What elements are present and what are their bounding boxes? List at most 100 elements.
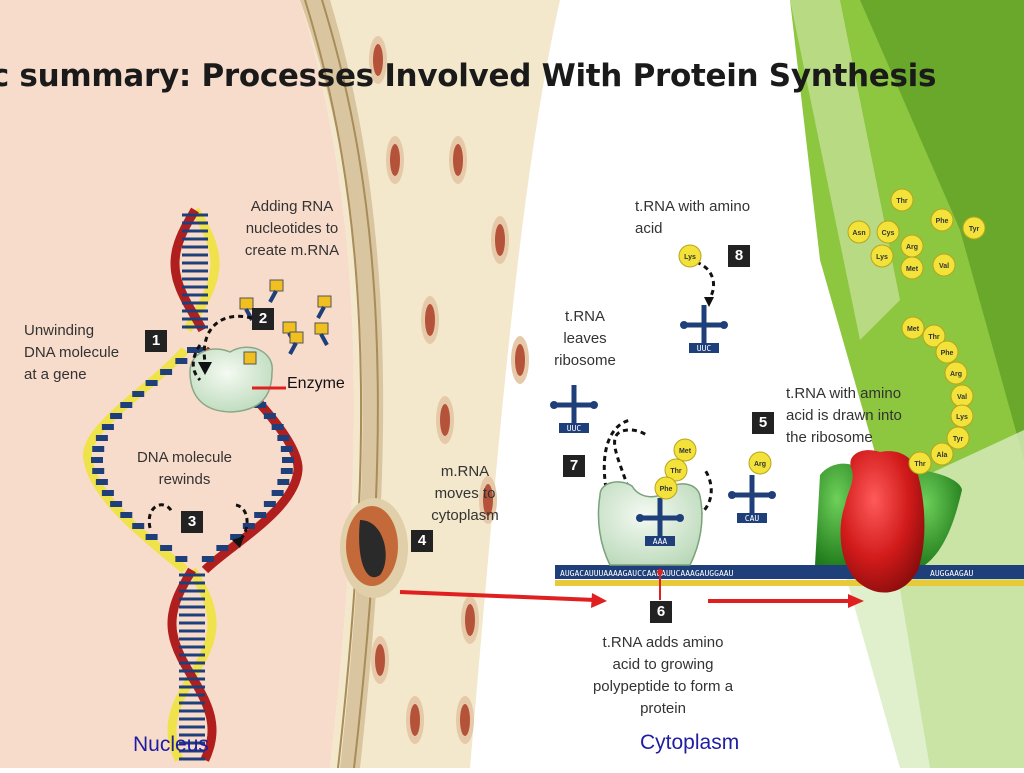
amino-acid: Lys (870, 244, 894, 268)
amino-acid-label: Asn (852, 230, 865, 237)
amino-acid-label: Arg (906, 244, 918, 251)
dna-strand-red (167, 567, 217, 762)
trna: CAU (728, 475, 776, 523)
dashed-arrows (147, 260, 716, 542)
base (91, 457, 103, 463)
organelle (436, 396, 454, 444)
amino-acid-label: Cys (882, 230, 895, 237)
amino-acid: Met (673, 438, 697, 462)
amino-acid-label: Met (907, 326, 920, 333)
trna-molecules: UUC UUC AAA CAU (550, 305, 776, 546)
step-1-marker: 1 (145, 330, 167, 352)
organelle (479, 476, 497, 524)
amino-acid-label: Lys (876, 254, 888, 261)
organelle (371, 636, 389, 684)
amino-acid: Arg (944, 361, 968, 385)
page-title: tic summary: Processes Involved With Pro… (0, 58, 937, 94)
amino-acid-label: Arg (950, 371, 962, 378)
anticodon: UUC (567, 424, 582, 433)
amino-acid-label: Phe (941, 350, 954, 357)
amino-acid-label: Tyr (953, 436, 964, 443)
red-arrows (399, 569, 864, 608)
amino-acid: Phe (654, 476, 678, 500)
amino-acid: Arg (748, 451, 772, 475)
base (271, 490, 284, 496)
base (187, 347, 199, 353)
amino-acid: Val (950, 384, 974, 408)
step-4-marker: 4 (411, 530, 433, 552)
amino-acid: Met (900, 256, 924, 280)
base (242, 523, 255, 529)
base (145, 534, 158, 540)
base (95, 435, 108, 441)
base (120, 512, 133, 518)
base (175, 556, 188, 562)
amino-acid: Met (901, 316, 925, 340)
nuclear-pore (340, 498, 408, 598)
rna-nucleotide (316, 295, 332, 319)
anticodon: AAA (653, 537, 668, 546)
dna-strand-yellow (167, 567, 217, 762)
base (160, 545, 173, 551)
amino-acid-label: Val (939, 263, 949, 270)
organelle (369, 36, 387, 84)
region-label-cytoplasm: Cytoplasm (640, 731, 740, 754)
large-ribosome (815, 450, 962, 593)
base (263, 501, 276, 507)
base (254, 402, 267, 408)
amino-acid: Cys (876, 220, 900, 244)
amino-acid: Tyr (962, 216, 986, 240)
base (216, 545, 229, 551)
amino-acid: Thr (890, 188, 914, 212)
base (277, 479, 290, 485)
base (92, 446, 105, 452)
amino-acid: Asn (847, 220, 871, 244)
organelle (386, 136, 404, 184)
base (132, 391, 145, 397)
amino-acid: Thr (908, 451, 932, 475)
region-label-nucleus: Nucleus (133, 733, 209, 756)
base (145, 380, 158, 386)
step-5-marker: 5 (752, 412, 774, 434)
amino-acid-label: Phe (936, 218, 949, 225)
trna: UUC (550, 385, 598, 433)
base (254, 512, 267, 518)
amino-acid: Phe (935, 340, 959, 364)
amino-acid: Ala (930, 442, 954, 466)
amino-acid-label: Thr (896, 198, 908, 205)
base (280, 468, 293, 474)
trna: UUC (680, 305, 728, 353)
mrna-strand: AUGACAUUUAAAAGAUCCAAUAUUCAAAGAUGGAAU AUG… (555, 565, 1024, 586)
amino-acid-label: Lys (684, 254, 696, 261)
base (110, 413, 123, 419)
base (101, 424, 114, 430)
small-ribosome (597, 481, 703, 566)
organelle (406, 696, 424, 744)
amino-acid: Lys (950, 404, 974, 428)
amino-acid: Lys (678, 244, 702, 268)
base (95, 479, 108, 485)
base (271, 424, 284, 430)
amino-acid: Tyr (946, 426, 970, 450)
base (282, 457, 294, 463)
amino-acid: Val (932, 253, 956, 277)
organelle (449, 136, 467, 184)
trna: AAA (636, 498, 684, 546)
rna-nucleotide (268, 279, 284, 303)
base (160, 369, 173, 375)
anticodon: CAU (745, 514, 760, 523)
base (132, 523, 145, 529)
anticodon: UUC (697, 344, 712, 353)
step-2-marker: 2 (252, 308, 274, 330)
organelle (461, 596, 479, 644)
organelle (456, 696, 474, 744)
